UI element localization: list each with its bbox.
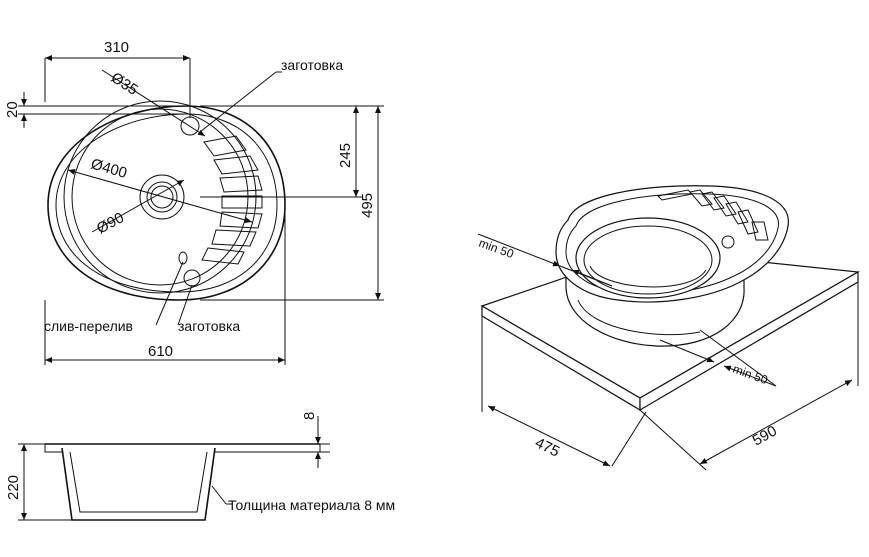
drainer-slots: [201, 135, 263, 265]
section-dim-rim: 8: [301, 412, 318, 420]
dim-drain-diameter: Ø90: [94, 209, 127, 237]
dim-hole-diameter: Ø35: [108, 69, 141, 99]
dim-top-offset: 20: [4, 101, 21, 118]
label-blank-top: заготовка: [281, 57, 343, 73]
top-view: 310 Ø35 заготовка 20 Ø400 Ø90 245 495 61…: [4, 39, 384, 365]
dim-total-height: 495: [359, 193, 376, 218]
sink-outline: [47, 105, 286, 301]
overflow-hole: [178, 251, 188, 265]
iso-view: min 50 min 50 475 590: [477, 185, 860, 471]
iso-dim-min-right: min 50: [731, 362, 770, 388]
iso-dim-depth: 475: [532, 434, 562, 460]
sink-inner-outline: [55, 113, 278, 293]
iso-drainer-slots: [656, 189, 769, 249]
iso-bowl-opening: [575, 217, 721, 299]
iso-dim-min-top: min 50: [477, 236, 516, 262]
dim-total-width: 610: [148, 343, 173, 360]
section-dim-depth: 220: [5, 475, 22, 500]
dim-center-height: 245: [337, 143, 354, 168]
label-blank-bottom: заготовка: [178, 318, 240, 334]
iso-dim-width: 590: [750, 422, 780, 449]
label-overflow: слив-перелив: [44, 318, 133, 334]
label-thickness: Толщина материала 8 мм: [228, 497, 395, 513]
dim-width-top: 310: [104, 39, 129, 56]
blank-hole-bottom: [183, 269, 201, 287]
section-view: 8 220 Толщина материала 8 мм: [5, 412, 395, 521]
